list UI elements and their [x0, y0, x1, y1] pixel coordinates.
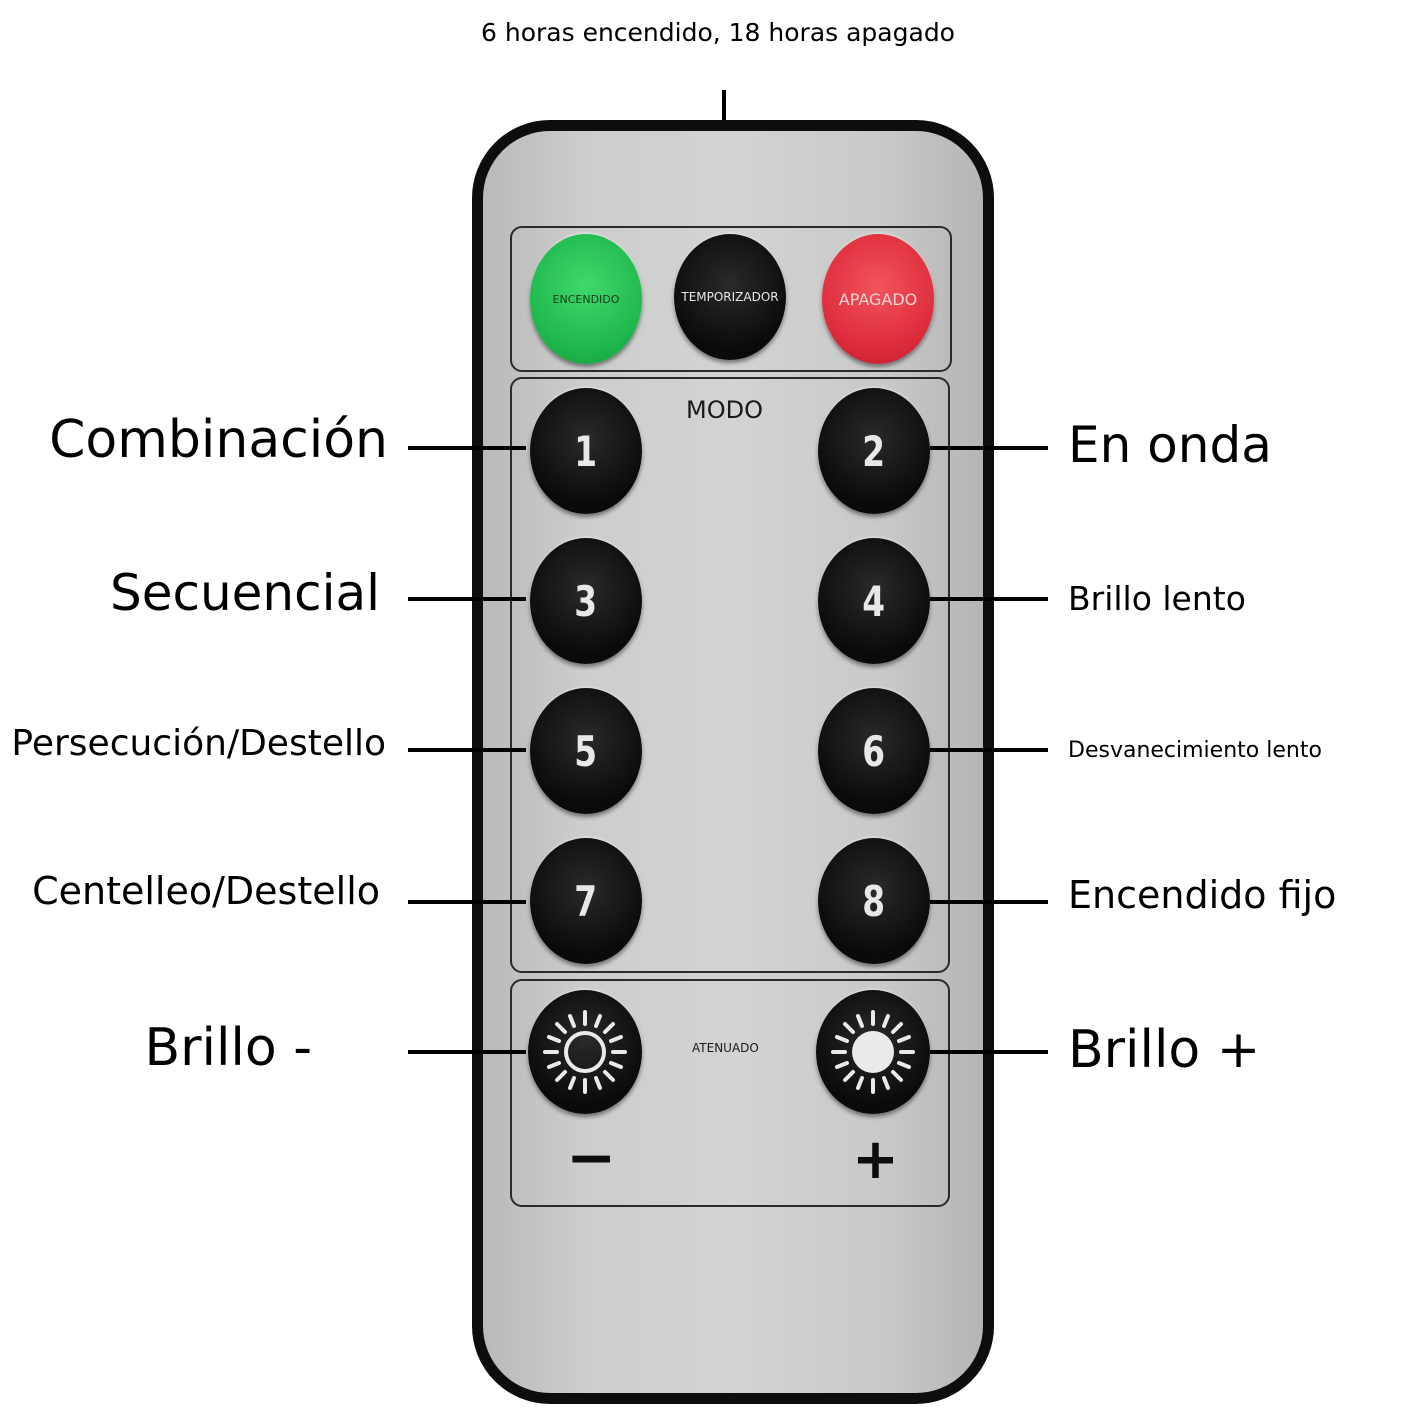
callout-wave: En onda	[1068, 416, 1272, 474]
leader-brightness-up	[930, 1050, 1048, 1054]
mode-button-2-label: 2	[862, 426, 886, 476]
callout-combination: Combinación	[49, 410, 388, 470]
mode-button-4-label: 4	[862, 576, 886, 626]
callout-sequential: Secuencial	[109, 564, 380, 622]
leader-wave	[930, 446, 1048, 450]
callout-steady-on: Encendido fijo	[1068, 873, 1337, 917]
leader-twinkle-flash	[408, 900, 526, 904]
mode-panel	[510, 377, 950, 973]
mode-button-5[interactable]: 5	[530, 688, 642, 814]
off-button[interactable]: APAGADO	[822, 234, 934, 364]
power-panel	[510, 226, 952, 372]
brightness-down-button[interactable]	[528, 990, 642, 1114]
mode-button-7[interactable]: 7	[530, 838, 642, 964]
leader-steady-on	[930, 900, 1048, 904]
off-button-label: APAGADO	[838, 289, 918, 309]
on-button[interactable]: ENCENDIDO	[530, 234, 642, 364]
timer-callout: 6 horas encendido, 18 horas apagado	[481, 18, 955, 47]
mode-button-3-label: 3	[574, 576, 598, 626]
leader-chase-flash	[408, 748, 526, 752]
leader-sequential	[408, 597, 526, 601]
mode-button-1-label: 1	[574, 426, 598, 476]
callout-slow-fade: Desvanecimiento lento	[1068, 738, 1322, 763]
timer-button[interactable]: TEMPORIZADOR	[674, 234, 786, 360]
callout-brightness-up: Brillo +	[1068, 1020, 1261, 1080]
mode-label: MODO	[686, 396, 763, 424]
sun-outline-icon	[543, 1010, 627, 1094]
mode-button-7-label: 7	[574, 876, 598, 926]
mode-button-8-label: 8	[862, 876, 886, 926]
callout-twinkle-flash: Centelleo/Destello	[32, 869, 380, 913]
sun-filled-icon	[831, 1010, 915, 1094]
mode-button-5-label: 5	[574, 726, 598, 776]
brightness-up-button[interactable]	[816, 990, 930, 1114]
dim-panel	[510, 979, 950, 1207]
leader-combination	[408, 446, 526, 450]
mode-button-6-label: 6	[862, 726, 886, 776]
callout-slow-glow: Brillo lento	[1068, 579, 1246, 618]
mode-button-2[interactable]: 2	[818, 388, 930, 514]
mode-button-8[interactable]: 8	[818, 838, 930, 964]
leader-slow-fade	[930, 748, 1048, 752]
minus-sign: −	[566, 1123, 617, 1193]
mode-button-4[interactable]: 4	[818, 538, 930, 664]
plus-sign: +	[852, 1127, 899, 1192]
on-button-label: ENCENDIDO	[552, 292, 620, 306]
mode-button-6[interactable]: 6	[818, 688, 930, 814]
dim-label: ATENUADO	[692, 1041, 759, 1055]
callout-chase-flash: Persecución/Destello	[11, 723, 386, 764]
mode-button-1[interactable]: 1	[530, 388, 642, 514]
leader-slow-glow	[930, 597, 1048, 601]
callout-brightness-down: Brillo -	[144, 1018, 312, 1078]
mode-button-3[interactable]: 3	[530, 538, 642, 664]
leader-brightness-down	[408, 1050, 526, 1054]
timer-button-label: TEMPORIZADOR	[681, 290, 779, 304]
